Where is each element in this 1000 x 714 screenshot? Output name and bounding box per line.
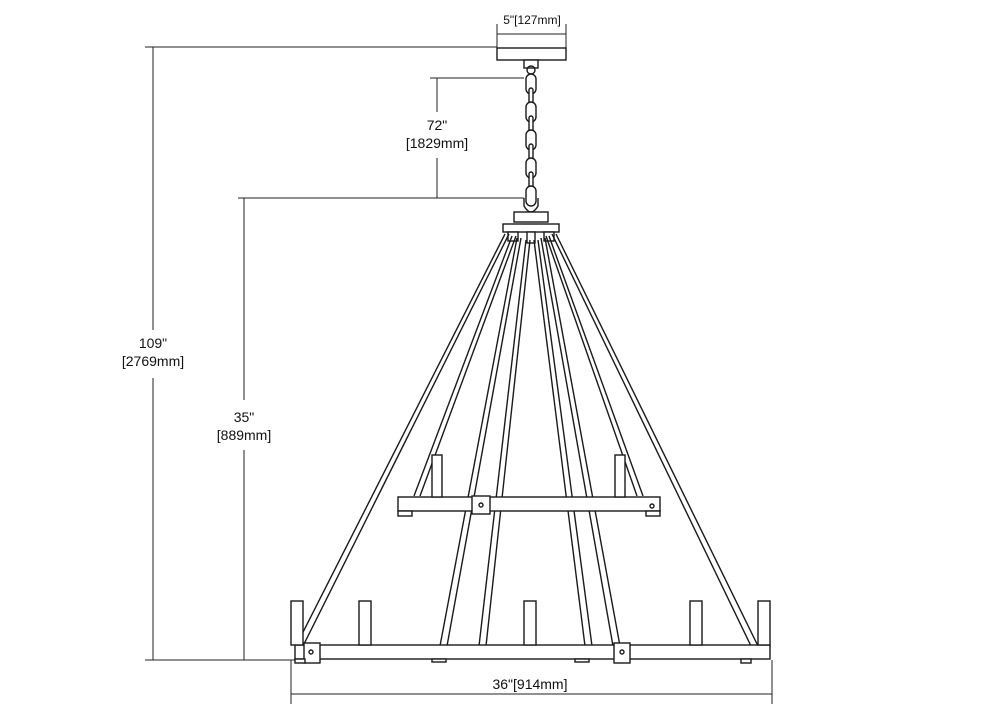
canopy-width-label: 5"[127mm] bbox=[503, 13, 561, 27]
overall-width-label: 36"[914mm] bbox=[460, 675, 600, 693]
body-height-label: 35" [889mm] bbox=[204, 408, 284, 444]
ceiling-canopy bbox=[496, 47, 567, 61]
chain-length-metric: [1829mm] bbox=[405, 135, 469, 151]
canopy-width-dimension bbox=[496, 24, 567, 48]
chain-length-label: 72" [1829mm] bbox=[395, 116, 479, 152]
bottom-ring-candle-posts bbox=[290, 600, 771, 646]
overall-height-label: 109" [2769mm] bbox=[110, 334, 196, 370]
overall-height-dimension bbox=[145, 46, 497, 660]
chain-length-dimension bbox=[430, 77, 524, 198]
canopy-loop bbox=[523, 59, 539, 75]
overall-width-dimension bbox=[290, 660, 773, 704]
chain-length-imperial: 72" bbox=[426, 117, 448, 133]
body-height-metric: [889mm] bbox=[216, 427, 272, 443]
overall-height-metric: [2769mm] bbox=[121, 353, 185, 369]
upper-ring-candle-posts bbox=[431, 454, 626, 498]
overall-height-imperial: 109" bbox=[138, 335, 168, 351]
bottom-ring bbox=[294, 642, 771, 664]
body-height-imperial: 35" bbox=[233, 409, 255, 425]
upper-ring bbox=[397, 495, 661, 517]
chain-link bbox=[525, 185, 537, 207]
frame-arms bbox=[295, 233, 759, 647]
suspension-chain bbox=[525, 73, 537, 207]
body-height-dimension bbox=[238, 197, 524, 660]
